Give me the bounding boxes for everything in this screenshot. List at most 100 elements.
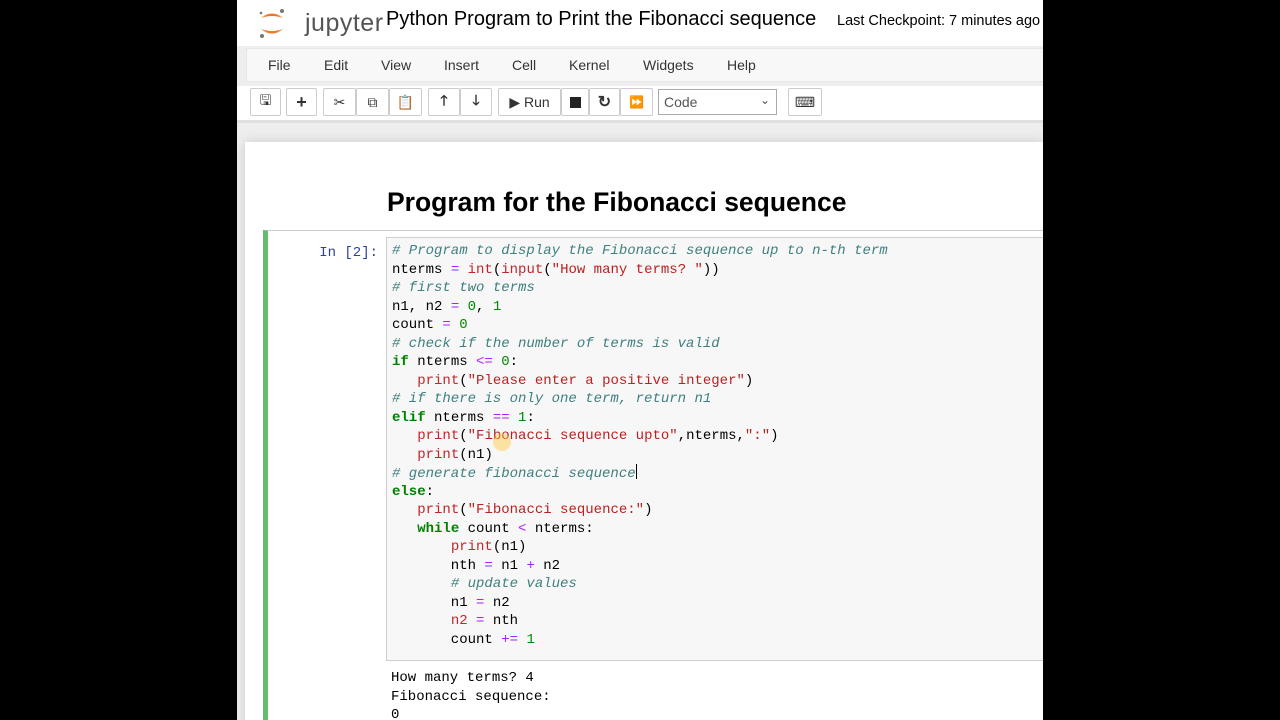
code-token: nterms xyxy=(425,409,493,426)
code-line[interactable]: print(n1) xyxy=(392,446,1043,465)
code-line[interactable]: count += 1 xyxy=(392,631,1043,650)
code-token xyxy=(468,613,476,629)
code-token xyxy=(392,613,451,629)
menu-widgets[interactable]: Widgets xyxy=(643,57,694,73)
code-token: elif xyxy=(392,409,426,426)
play-icon: ▶ xyxy=(509,93,521,110)
jupyter-logo-icon xyxy=(259,9,284,38)
menu-edit[interactable]: Edit xyxy=(324,57,349,73)
menu-kernel[interactable]: Kernel xyxy=(569,57,610,73)
menu-insert[interactable]: Insert xyxy=(444,57,480,73)
code-token: while xyxy=(417,520,460,537)
cut-button[interactable]: ✂ xyxy=(323,88,356,116)
notebook-title[interactable]: Python Program to Print the Fibonacci se… xyxy=(386,8,817,30)
interrupt-button[interactable] xyxy=(561,88,589,116)
command-palette-button[interactable]: ⌨ xyxy=(788,88,822,116)
code-token: else xyxy=(392,483,426,500)
cell-type-value: Code xyxy=(664,94,698,110)
code-token: n1 xyxy=(492,557,527,574)
code-line[interactable]: nterms = int(input("How many terms? ")) xyxy=(392,261,1043,280)
code-token: if xyxy=(392,354,409,370)
run-button[interactable]: ▶ Run xyxy=(498,88,561,116)
code-token: = xyxy=(442,317,451,333)
copy-button[interactable]: ⧉ xyxy=(356,88,389,116)
code-token: ( xyxy=(543,261,552,278)
code-token: int xyxy=(467,261,493,278)
code-line[interactable]: nth = n1 + n2 xyxy=(392,557,1043,576)
markdown-heading[interactable]: Program for the Fibonacci sequence xyxy=(387,187,847,217)
code-token: , xyxy=(476,298,493,315)
code-token: ( xyxy=(459,502,468,518)
code-token: count xyxy=(392,317,443,333)
save-button[interactable]: 🖫 xyxy=(250,88,281,116)
code-token: += xyxy=(501,631,519,648)
code-token: : xyxy=(526,409,535,426)
code-token xyxy=(392,576,451,592)
code-cell[interactable]: In [2]: # Program to display the Fibonac… xyxy=(263,230,1043,720)
code-token: ( xyxy=(492,261,502,278)
code-token: # Program to display the Fibonacci seque… xyxy=(392,243,888,259)
insert-cell-button[interactable]: + xyxy=(286,88,317,116)
code-line[interactable]: else: xyxy=(392,483,1043,502)
code-token: 1 xyxy=(526,631,535,648)
code-token xyxy=(451,317,459,333)
menu-view[interactable]: View xyxy=(381,57,412,73)
code-line[interactable]: print("Fibonacci sequence:") xyxy=(392,501,1043,520)
code-token: # check if the number of terms is valid xyxy=(392,335,720,352)
restart-button[interactable]: ↻ xyxy=(589,88,620,116)
code-token: nterms xyxy=(392,261,451,278)
code-line[interactable]: n1 = n2 xyxy=(392,594,1043,613)
code-line[interactable]: # first two terms xyxy=(392,279,1043,298)
cell-type-select[interactable]: Code ⌄ xyxy=(658,89,777,115)
paste-icon: 📋 xyxy=(396,93,415,110)
code-token: n1, n2 xyxy=(392,298,451,315)
chevron-down-icon: ⌄ xyxy=(759,93,770,107)
paste-button[interactable]: 📋 xyxy=(389,88,422,116)
code-line[interactable]: print("Fibonacci sequence upto",nterms,"… xyxy=(392,427,1043,446)
move-up-button[interactable]: 🡑 xyxy=(428,88,460,116)
cut-icon: ✂ xyxy=(333,93,346,110)
code-token: 0 xyxy=(459,317,468,333)
code-line[interactable]: # update values xyxy=(392,575,1043,594)
code-line[interactable]: # generate fibonacci sequence xyxy=(392,464,1043,483)
code-line[interactable]: # Program to display the Fibonacci seque… xyxy=(392,242,1043,261)
restart-run-all-button[interactable]: ⏩ xyxy=(620,88,653,116)
code-token: print xyxy=(450,539,493,555)
code-token: (n1) xyxy=(459,446,493,463)
code-token: 1 xyxy=(518,409,527,426)
code-line[interactable]: n2 = nth xyxy=(392,612,1043,631)
run-label: Run xyxy=(523,94,550,110)
code-line[interactable]: if nterms <= 0: xyxy=(392,353,1043,372)
copy-icon: ⧉ xyxy=(367,93,378,110)
code-token: print xyxy=(417,372,460,389)
code-token: 0 xyxy=(501,354,510,370)
move-down-button[interactable]: 🡓 xyxy=(460,88,492,116)
code-token: # first two terms xyxy=(392,280,535,296)
code-line[interactable]: n1, n2 = 0, 1 xyxy=(392,298,1043,317)
save-icon: 🖫 xyxy=(259,92,272,108)
code-token: "Fibonacci sequence:" xyxy=(467,502,645,518)
code-line[interactable]: elif nterms == 1: xyxy=(392,409,1043,428)
code-line[interactable]: # check if the number of terms is valid xyxy=(392,335,1043,354)
code-token: nterms xyxy=(408,354,477,370)
code-token: ) xyxy=(744,372,754,389)
code-line[interactable]: while count < nterms: xyxy=(392,520,1043,539)
code-token: "Fibonacci sequence upto" xyxy=(467,428,678,444)
jupyter-logo[interactable]: jupyter xyxy=(255,5,383,39)
code-token: ) xyxy=(770,428,779,444)
code-token: == xyxy=(492,409,510,426)
code-token: = xyxy=(450,298,460,315)
menu-help[interactable]: Help xyxy=(727,57,756,73)
code-line[interactable]: count = 0 xyxy=(392,316,1043,335)
code-token: )) xyxy=(702,261,720,278)
code-editor[interactable]: # Program to display the Fibonacci seque… xyxy=(386,237,1043,661)
arrow-down-icon: 🡓 xyxy=(472,92,480,108)
code-token: ( xyxy=(459,372,468,389)
menu-file[interactable]: File xyxy=(268,57,291,73)
code-line[interactable]: # if there is only one term, return n1 xyxy=(392,390,1043,409)
menu-cell[interactable]: Cell xyxy=(512,57,537,73)
code-line[interactable]: print("Please enter a positive integer") xyxy=(392,372,1043,391)
code-token: print xyxy=(417,446,460,463)
code-line[interactable]: print(n1) xyxy=(392,538,1043,557)
code-token xyxy=(392,447,417,463)
